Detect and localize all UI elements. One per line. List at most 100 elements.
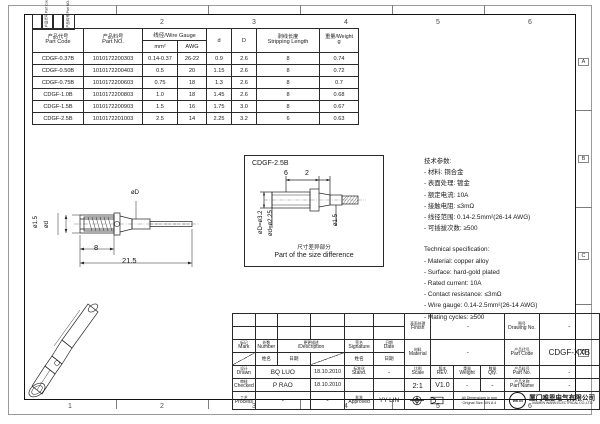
spec-table: 产品代号 Part Code 产品料号 Part NO. 线径/Wire Gau… <box>32 28 359 125</box>
part-no-value: - <box>538 365 600 379</box>
scale-label-cn: 比例 <box>413 367 422 372</box>
role-date-drawn: 18.10.2010 <box>309 365 346 379</box>
weight-label-cn: 重量 <box>463 367 471 372</box>
rev-cell-mark <box>232 313 256 327</box>
rev-label-en: REV. <box>436 370 448 377</box>
header-part-code: 产品代号 Part Code <box>32 28 84 53</box>
role-row-checked: 审核 Checked P RAO 18.10.2010 2:1 V1.0 - -… <box>232 378 600 392</box>
cell-mm2: 0.5 <box>142 64 178 77</box>
right-role-label-approved: 批准 Approved <box>344 391 374 410</box>
cell-awg: 18 <box>177 76 207 89</box>
rev-cell-date <box>372 326 406 340</box>
subheader-name-2-text: 姓名 <box>354 356 363 361</box>
dim-total-length: 21.5 <box>122 256 137 265</box>
rev-cell-desc2 <box>309 313 346 327</box>
material-value: - <box>430 339 506 366</box>
tech-spec-item-en: - Material: copper alloy <box>424 257 489 265</box>
rev-value: V1.0 <box>430 378 455 392</box>
role-label-process-en: Process <box>234 398 253 405</box>
company-name-en: XIAMEN WANN ELECTRICAL CO.,LTD <box>531 401 593 406</box>
revision-header-row: 标记 Mark 处数 Number 更更描述 /Description 签名 S… <box>232 339 600 366</box>
subheader-name-text: 姓名 <box>262 356 271 361</box>
cell-strip: 6 <box>256 112 320 125</box>
tech-spec-divider <box>424 234 584 244</box>
role-name-process: - <box>254 391 311 410</box>
detail-caption-en: Part of the size difference <box>274 252 354 259</box>
finish-value: - <box>430 313 506 340</box>
technical-specification: 技术参数: - 材料: 铜合金 - 表面处理: 镀金 - 额定电流: 10A -… <box>424 156 584 323</box>
edge-letter-b: B <box>578 155 589 163</box>
cell-mm2: 2.5 <box>142 112 178 125</box>
cell-part-code: CDGF-0.75B <box>32 76 84 89</box>
rev-cell-sign <box>344 313 374 327</box>
scale-label: 比例 Scale <box>404 365 432 379</box>
subheader-name: 姓名 <box>254 352 278 366</box>
detail-dim-D: øD=ø3.2 <box>258 210 264 234</box>
cell-weight: 0.68 <box>319 88 359 101</box>
tech-spec-item-cn: - 可插拔次数: ≥500 <box>424 225 478 233</box>
subheader-date-2-cn: 日期 <box>384 356 394 361</box>
rev-header-description-en: /Description <box>297 344 325 351</box>
subheader-date-2-text: 日期 <box>384 356 393 361</box>
rev-cell-desc2 <box>309 326 346 340</box>
cell-mm2: 0.14-0.37 <box>142 52 178 65</box>
cell-part-code: CDGF-2.5B <box>32 112 84 125</box>
cell-part-code: CDGF-1.5B <box>32 100 84 113</box>
tech-spec-item-cn: - 线径范围: 0.14-2.5mm²(26-14 AWG) <box>424 214 531 222</box>
detail-view-title: CDGF-2.5B <box>252 160 289 167</box>
rev-header-date-en: Date <box>383 344 395 351</box>
part-no-label-cn: 产品料号 <box>514 367 530 372</box>
subheader-name-cn: 姓名 <box>261 356 271 361</box>
header-d: d <box>206 28 232 53</box>
tech-spec-item-cn: - 接触电阻: ≤3mΩ <box>424 202 475 210</box>
rev-header-mark: 标记 Mark <box>232 339 256 353</box>
tech-spec-title-en: Technical specification: <box>424 246 490 254</box>
cell-weight: 0.7 <box>319 76 359 89</box>
tech-spec-item-cn: - 材料: 铜合金 <box>424 169 464 177</box>
header-part-code-cn: 产品代号 <box>47 33 69 40</box>
ruler-tick-bottom <box>116 400 117 409</box>
rev-header-mark-cn: 标记 <box>240 341 248 346</box>
part-no-label-en: Part No. <box>512 370 532 377</box>
rev-label-cn: 版本 <box>438 367 447 372</box>
cell-weight: 0.74 <box>319 52 359 65</box>
header-wire-gauge-label: 线径/Wire Gauge <box>153 32 196 39</box>
ruler-tick-bottom <box>208 400 209 409</box>
ruler-tick-top <box>392 5 393 14</box>
qty-label-cn: 数量 <box>488 367 497 372</box>
part-name-label-cn: 产品名称 <box>514 380 530 385</box>
rev-header-description: 更更描述 /Description <box>276 339 346 353</box>
qty-value: - <box>479 378 506 392</box>
table-row: CDGF-1.5B 1010172200903 1.5 16 1.75 3.0 … <box>32 100 359 113</box>
slash-cell-right <box>309 352 346 366</box>
cell-mm2: 1.5 <box>142 100 178 113</box>
ruler-number-top: 2 <box>160 19 164 26</box>
header-weight-cn: 重量/Weight <box>325 33 353 40</box>
edge-letter-a: A <box>578 58 589 66</box>
cell-D: 2.6 <box>231 52 257 65</box>
part-code-label-cn: 产品代号 <box>514 347 530 352</box>
cell-awg: 16 <box>177 100 207 113</box>
cell-D: 3.2 <box>231 112 257 125</box>
rev-cell-date <box>372 313 406 327</box>
cell-part-no: 1010172200603 <box>83 76 143 89</box>
projection-symbol-cell <box>404 391 455 410</box>
cell-mm2: 0.75 <box>142 76 178 89</box>
subheader-date-text: 日期 <box>289 356 298 361</box>
role-label-drawn-en: Drawn <box>236 370 252 377</box>
cell-part-no: 1010172201003 <box>83 112 143 125</box>
role-name-checked: P RAO <box>254 378 311 392</box>
rev-header-signature-en: Signature <box>348 344 370 351</box>
right-role-label-stand-en: Stand. <box>351 370 367 377</box>
right-role-label-approved-en: Approved <box>348 398 370 405</box>
units-note-1: All Dimensions in mm <box>461 396 498 401</box>
detail-dim-d: ød=ø2.25 <box>268 210 274 236</box>
title-block: 表面处理 Finish - 图号 Drawing No. - <box>232 313 600 410</box>
header-D: D <box>231 28 257 53</box>
weight-label-en: Weight <box>459 370 475 377</box>
drawing-no-value: - <box>538 313 600 340</box>
role-label-drawn-cn: 设计 <box>240 367 248 372</box>
header-part-no: 产品料号 Part NO. <box>83 28 143 53</box>
company-name-cn: 厦门唯恩电气有限公司 <box>529 394 596 402</box>
